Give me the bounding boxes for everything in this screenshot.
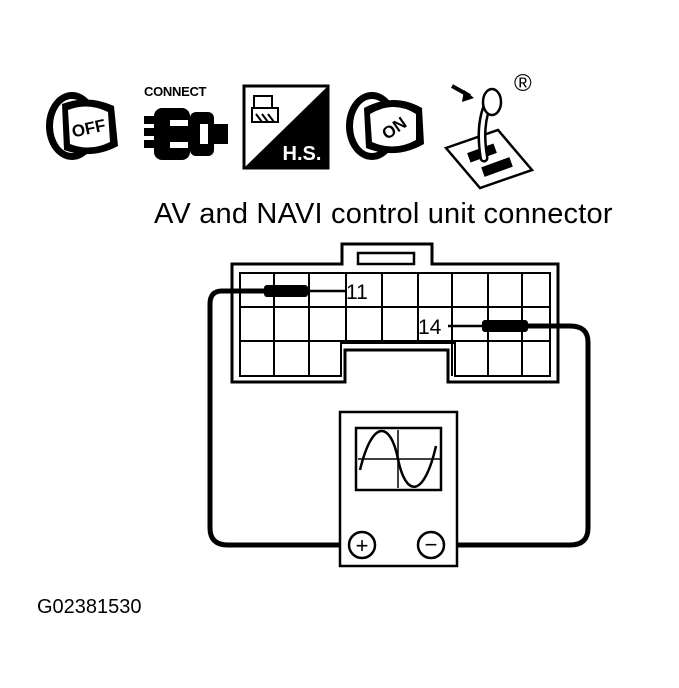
positive-terminal <box>347 530 377 560</box>
shift-lever-icon <box>443 84 535 190</box>
connect-label: CONNECT <box>144 84 207 99</box>
pin-label-a: 11 <box>346 281 368 304</box>
ignition-key-off-icon: OFF <box>46 92 118 160</box>
negative-terminal <box>416 530 446 560</box>
probe-lead-left <box>207 285 350 548</box>
ignition-key-on-icon: ON <box>346 92 424 160</box>
connector-diagram: 11 14 + − <box>207 242 591 568</box>
hs-tool-icon: H.S. <box>242 84 330 170</box>
diagram-title: AV and NAVI control unit connector <box>154 198 613 230</box>
oscilloscope-sine-wave-icon <box>358 429 438 489</box>
connect-plug-icon <box>144 108 228 160</box>
connect-icon-group: CONNECT <box>140 84 236 174</box>
negative-terminal-label: − <box>425 532 438 557</box>
pin-label-b: 14 <box>418 316 442 339</box>
hs-label: H.S. <box>283 143 322 165</box>
oscilloscope: + − <box>338 410 459 568</box>
figure-id: G02381530 <box>37 596 142 618</box>
connector-body <box>230 242 560 384</box>
registered-mark: ® <box>514 70 532 97</box>
positive-terminal-label: + <box>356 533 369 558</box>
probe-lead-right <box>443 320 591 548</box>
